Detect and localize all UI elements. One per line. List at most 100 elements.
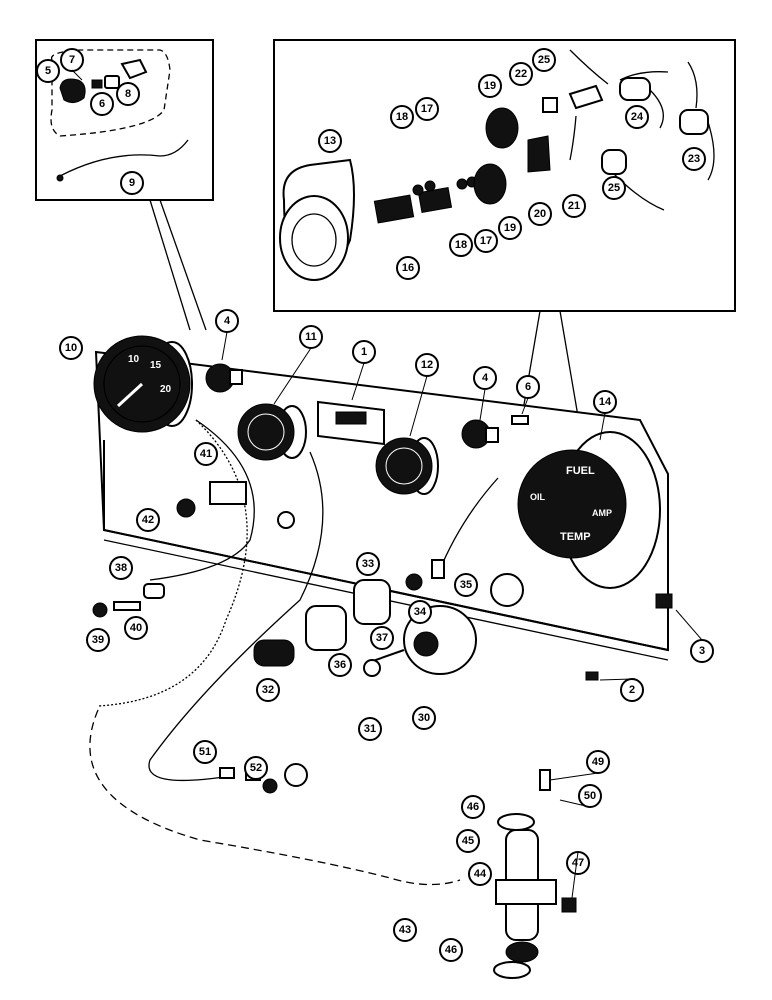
callout-9: 9	[120, 171, 144, 195]
svg-text:51: 51	[199, 746, 211, 758]
callout-leaders	[71, 69, 703, 899]
svg-text:23: 23	[688, 153, 700, 165]
callout-12: 11	[299, 325, 323, 349]
svg-text:11: 11	[305, 331, 317, 343]
svg-text:20: 20	[534, 208, 546, 220]
callout-45: 45	[456, 829, 480, 853]
callout-17b: 17	[474, 229, 498, 253]
cluster-fuel-label: FUEL	[566, 465, 595, 477]
callout-52	[284, 763, 308, 787]
callout-18a: 18	[390, 105, 414, 129]
svg-text:19: 19	[504, 222, 516, 234]
callout-24: 24	[625, 105, 649, 129]
svg-text:40: 40	[130, 622, 142, 634]
svg-text:36: 36	[334, 659, 346, 671]
svg-text:1: 1	[361, 346, 367, 358]
callout-21: 21	[562, 194, 586, 218]
svg-text:7: 7	[69, 54, 75, 66]
callout-30: 30	[412, 706, 436, 730]
callout-14: 14	[593, 390, 617, 414]
svg-text:52: 52	[250, 762, 262, 774]
callout-16: 16	[396, 256, 420, 280]
svg-text:35: 35	[460, 579, 472, 591]
svg-text:19: 19	[484, 80, 496, 92]
svg-text:17: 17	[480, 235, 492, 247]
cluster-oil-label: OIL	[530, 492, 546, 502]
svg-text:16: 16	[402, 262, 414, 274]
callout-33: 33	[356, 552, 380, 576]
svg-text:25: 25	[538, 54, 550, 66]
inset-right-box	[273, 39, 736, 312]
svg-text:4: 4	[482, 372, 489, 384]
callout-35: 35	[454, 573, 478, 597]
callout-19b: 19	[498, 216, 522, 240]
callout-36: 36	[328, 653, 352, 677]
callout-43: 43	[393, 918, 417, 942]
callout-37: 37	[370, 626, 394, 650]
callout-32: 32	[256, 678, 280, 702]
gauge-12	[237, 403, 307, 461]
callout-50: 51	[193, 740, 217, 764]
callout-22: 22	[509, 62, 533, 86]
callout-1: 1	[352, 340, 376, 364]
speedo-tick-15: 15	[150, 360, 162, 371]
svg-text:13: 13	[324, 135, 336, 147]
gauge-13	[375, 437, 439, 495]
callout-11: 10	[59, 336, 83, 360]
svg-text:17: 17	[421, 103, 433, 115]
svg-text:10: 10	[65, 342, 77, 354]
svg-text:21: 21	[568, 200, 580, 212]
callouts: 5 7 6 8 9 25 22 19 24 18 17 13 23 25 21 …	[36, 48, 714, 962]
svg-text:46: 46	[467, 801, 479, 813]
callout-39: 39	[86, 628, 110, 652]
callout-7: 7	[60, 48, 84, 72]
callout-15: 13	[318, 129, 342, 153]
lamp-right	[461, 419, 499, 449]
callout-48: 49	[586, 750, 610, 774]
callout-23: 23	[682, 147, 706, 171]
callout-13: 12	[415, 353, 439, 377]
callout-38: 38	[109, 556, 133, 580]
svg-text:37: 37	[376, 632, 388, 644]
callout-2: 2	[620, 678, 644, 702]
callout-18b: 18	[449, 233, 473, 257]
svg-text:47: 47	[572, 857, 584, 869]
speedo-tick-20: 20	[160, 384, 172, 395]
pump-45	[493, 769, 577, 979]
callout-10: 6	[516, 375, 540, 399]
svg-text:22: 22	[515, 68, 527, 80]
speedometer: 10 15 20	[93, 335, 193, 433]
svg-text:12: 12	[421, 359, 433, 371]
small-parts-2-3-10	[511, 415, 673, 681]
svg-text:14: 14	[599, 396, 612, 408]
part-38-40	[92, 583, 165, 618]
svg-text:30: 30	[418, 712, 430, 724]
callout-17a: 17	[415, 97, 439, 121]
callout-4b: 4	[473, 366, 497, 390]
callout-20: 20	[528, 202, 552, 226]
svg-text:50: 50	[584, 790, 596, 802]
svg-text:25: 25	[608, 182, 620, 194]
callout-25a: 25	[532, 48, 556, 72]
svg-text:3: 3	[699, 645, 705, 657]
svg-text:6: 6	[525, 381, 531, 393]
svg-text:45: 45	[462, 835, 474, 847]
cluster-temp-label: TEMP	[560, 531, 591, 543]
callout-49: 50	[578, 784, 602, 808]
speedo-tick-10: 10	[128, 354, 140, 365]
svg-text:8: 8	[125, 88, 131, 100]
callout-3: 3	[690, 639, 714, 663]
svg-text:39: 39	[92, 634, 104, 646]
callout-5: 5	[36, 59, 60, 83]
callout-44: 44	[468, 862, 492, 886]
switch-plate	[317, 400, 385, 446]
svg-text:43: 43	[399, 924, 411, 936]
inset-left-box	[35, 39, 214, 201]
switch-41	[176, 481, 247, 518]
svg-text:32: 32	[262, 684, 274, 696]
callout-46b: 46	[439, 938, 463, 962]
svg-text:41: 41	[200, 448, 212, 460]
part-34-35	[405, 559, 445, 591]
callout-19a: 19	[478, 74, 502, 98]
